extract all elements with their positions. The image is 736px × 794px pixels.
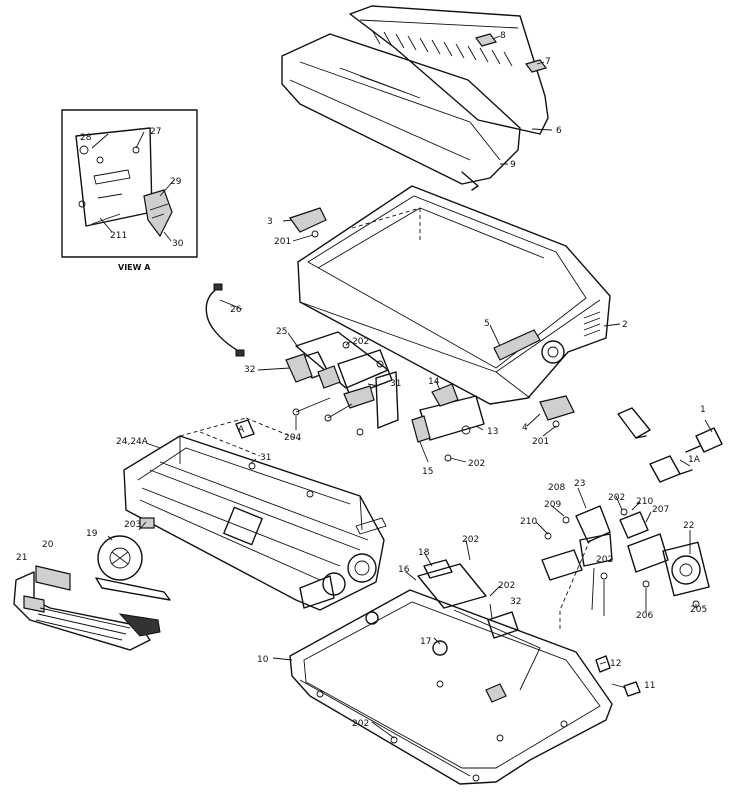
callout-203: 203 xyxy=(124,520,141,530)
callout-3: 3 xyxy=(267,217,273,227)
callout-6: 6 xyxy=(556,126,562,136)
view-a-inset xyxy=(61,109,198,258)
callout-202: 202 xyxy=(468,459,485,469)
callout-27: 27 xyxy=(150,127,161,137)
callout-24-24a: 24,24A xyxy=(116,437,149,447)
callout-206: 206 xyxy=(636,611,653,621)
callout-210: 210 xyxy=(636,497,653,507)
callout-2: 2 xyxy=(622,320,628,330)
callout-208: 208 xyxy=(548,483,565,493)
callout-201: 201 xyxy=(274,237,291,247)
callout-202: 202 xyxy=(608,493,625,503)
callout-13: 13 xyxy=(487,427,498,437)
callout-31: 31 xyxy=(390,379,401,389)
callout-202: 202 xyxy=(462,535,479,545)
switch-assembly xyxy=(411,383,485,462)
power-supply-parts xyxy=(541,505,710,630)
callout-201: 201 xyxy=(532,437,549,447)
callout-23: 23 xyxy=(574,479,585,489)
callout-30: 30 xyxy=(172,239,184,249)
motor-19 xyxy=(95,517,171,601)
callout-31: 31 xyxy=(260,453,271,463)
callout-210: 210 xyxy=(520,517,537,527)
cable-26 xyxy=(205,283,245,357)
callout-28: 28 xyxy=(80,133,92,143)
view-a-title: VIEW A xyxy=(118,263,151,272)
callout-10: 10 xyxy=(257,655,269,665)
callout-25: 25 xyxy=(276,327,287,337)
callout-labels: 8 7 6 9 3 201 2 5 26 25 202 32 31 204 14… xyxy=(16,31,707,729)
callout-21: 21 xyxy=(16,553,27,563)
callout-22: 22 xyxy=(683,521,694,531)
callout-202: 202 xyxy=(352,337,369,347)
callout-26: 26 xyxy=(230,305,242,315)
callout-a: A xyxy=(238,425,245,435)
callout-19: 19 xyxy=(86,529,98,539)
callout-12: 12 xyxy=(610,659,621,669)
callout-15: 15 xyxy=(422,467,433,477)
callout-207: 207 xyxy=(652,505,669,515)
callout-11: 11 xyxy=(644,681,655,691)
callout-202: 202 xyxy=(352,719,369,729)
upper-case xyxy=(289,185,611,405)
control-board xyxy=(285,331,399,436)
power-plugs xyxy=(617,407,723,483)
callout-1: 1 xyxy=(700,405,706,415)
callout-209: 209 xyxy=(544,500,561,510)
callout-29: 29 xyxy=(170,177,182,187)
callout-18: 18 xyxy=(418,548,430,558)
callout-17: 17 xyxy=(420,637,431,647)
callout-20: 20 xyxy=(42,540,54,550)
callout-9: 9 xyxy=(510,160,516,170)
callout-7: 7 xyxy=(545,57,551,67)
callout-4: 4 xyxy=(522,423,528,433)
lower-case xyxy=(289,559,641,785)
callout-8: 8 xyxy=(500,31,506,41)
callout-1a: 1A xyxy=(688,455,701,465)
callout-32: 32 xyxy=(510,597,521,607)
top-cover-assembly xyxy=(281,5,549,191)
callout-204: 204 xyxy=(284,433,301,443)
callout-202: 202 xyxy=(596,555,613,565)
callout-205: 205 xyxy=(690,605,707,615)
callout-16: 16 xyxy=(398,565,410,575)
callout-5: 5 xyxy=(484,319,490,329)
callout-32: 32 xyxy=(244,365,255,375)
part-4 xyxy=(539,395,575,421)
callout-202: 202 xyxy=(498,581,515,591)
callout-14: 14 xyxy=(428,377,440,387)
leader-lines xyxy=(91,35,713,739)
callout-211: 211 xyxy=(110,231,127,241)
ribbon-cable xyxy=(13,565,161,651)
printer-mechanism xyxy=(123,417,387,611)
